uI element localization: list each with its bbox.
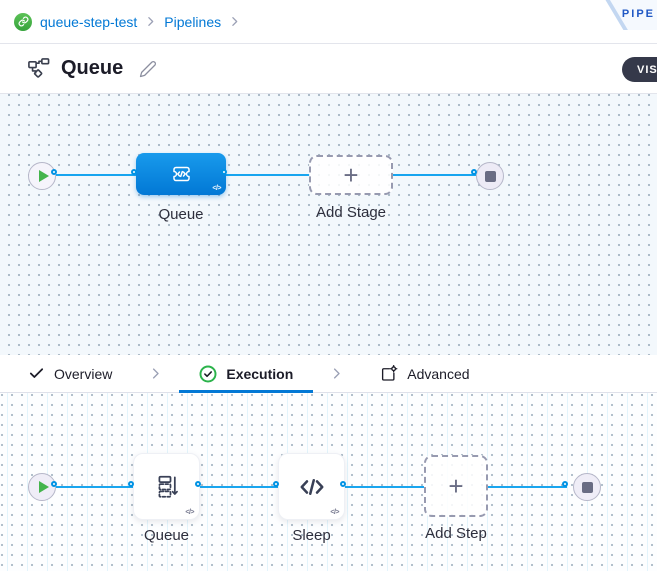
tab-label: Advanced: [407, 365, 470, 382]
add-stage-label: Add Stage: [315, 204, 387, 221]
breadcrumb-pipelines-link[interactable]: Pipelines: [164, 13, 222, 30]
chevron-right-icon: [228, 15, 241, 28]
connector-wire: [488, 486, 567, 488]
play-icon: [38, 481, 49, 493]
stop-icon: [581, 481, 593, 493]
yaml-code-badge-icon: </>: [185, 509, 194, 516]
connector-port: [128, 481, 134, 487]
tab-execution[interactable]: Execution: [179, 355, 313, 393]
connector-wire: [226, 174, 310, 176]
connector-wire: [345, 486, 424, 488]
end-node: [573, 473, 601, 501]
add-stage-button[interactable]: +: [309, 155, 393, 195]
pipeline-chain-icon: [14, 12, 32, 31]
pipeline-title-bar: Queue VISU: [0, 44, 657, 94]
connector-wire: [56, 486, 133, 488]
stage-config-tabs: Overview Execution Advanced: [0, 355, 657, 393]
advanced-settings-icon: [382, 364, 398, 381]
ci-build-stage-icon: [172, 166, 190, 182]
connector-port: [273, 481, 279, 487]
stage-graph-canvas: </> Queue + Add Stage: [0, 94, 657, 355]
connector-port: [562, 481, 568, 487]
plus-icon: +: [448, 471, 464, 501]
yaml-code-badge-icon: </>: [330, 509, 339, 516]
tab-overview[interactable]: Overview: [8, 355, 132, 393]
start-node: [28, 162, 56, 190]
tab-label: Execution: [226, 365, 294, 382]
add-step-button[interactable]: +: [424, 455, 488, 517]
connector-wire: [200, 486, 278, 488]
check-icon: [29, 368, 44, 378]
tab-label: Overview: [54, 365, 113, 382]
pipeline-graph-icon: [26, 57, 51, 80]
page-title: Queue: [61, 57, 124, 79]
end-node: [476, 162, 504, 190]
step-card-queue[interactable]: </>: [133, 453, 200, 520]
play-icon: [38, 170, 49, 182]
breadcrumb: queue-step-test Pipelines PIPE: [0, 0, 657, 44]
chevron-right-icon: [144, 15, 157, 28]
queue-step-icon: [158, 475, 178, 498]
stage-card-queue[interactable]: </>: [136, 153, 226, 195]
pipeline-studio-ribbon: PIPE: [601, 0, 657, 30]
step-label: Queue: [143, 527, 190, 544]
tab-advanced[interactable]: Advanced: [360, 355, 489, 393]
step-label: Sleep: [292, 527, 331, 544]
chevron-right-icon: [329, 366, 344, 381]
edit-pipeline-name-button[interactable]: [139, 60, 157, 78]
connector-port: [51, 169, 57, 175]
connector-port: [340, 481, 346, 487]
start-node: [28, 473, 56, 501]
connector-port: [195, 481, 201, 487]
check-circle-icon: [199, 365, 217, 382]
add-step-label: Add Step: [425, 525, 487, 542]
yaml-code-badge-icon: </>: [212, 185, 221, 192]
stage-label: Queue: [158, 206, 204, 223]
chevron-right-icon: [148, 366, 163, 381]
execution-graph-canvas: </> Queue </> Sleep + Add Step: [0, 393, 657, 571]
code-step-icon: [299, 478, 324, 495]
ribbon-label: PIPE: [621, 8, 655, 20]
connector-port: [221, 169, 227, 175]
stop-icon: [484, 170, 496, 182]
connector-wire: [56, 174, 136, 176]
plus-icon: +: [343, 160, 359, 190]
connector-port: [131, 169, 137, 175]
connector-wire: [392, 174, 476, 176]
connector-port: [471, 169, 477, 175]
step-card-sleep[interactable]: </>: [278, 453, 345, 520]
breadcrumb-project-link[interactable]: queue-step-test: [40, 13, 138, 30]
visual-yaml-toggle[interactable]: VISU: [622, 57, 657, 82]
connector-port: [51, 481, 57, 487]
